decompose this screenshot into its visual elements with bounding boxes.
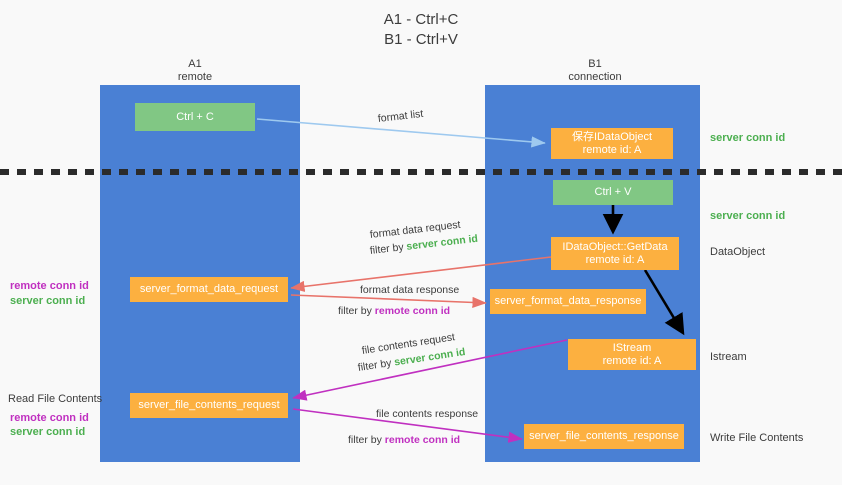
filter-key-remote-conn-id-2: remote conn id — [384, 434, 461, 446]
note-istream: Istream — [710, 351, 747, 363]
node-istream-sub: remote id: A — [602, 354, 662, 367]
note-left-server-conn-id-2: server conn id — [10, 426, 86, 438]
node-idataobject-getdata[interactable]: IDataObject::GetData remote id: A — [551, 237, 679, 270]
note-left-server-conn-id-1: server conn id — [10, 295, 86, 307]
node-server-format-data-response[interactable]: server_format_data_response — [490, 289, 646, 314]
note-read-file-contents: Read File Contents — [8, 393, 103, 405]
edge-label-format-list: format list — [377, 107, 424, 125]
node-ctrl-c[interactable]: Ctrl + C — [135, 103, 255, 131]
node-ctrl-v[interactable]: Ctrl + V — [553, 180, 673, 205]
node-server-file-contents-response[interactable]: server_file_contents_response — [524, 424, 684, 449]
node-istream-label: IStream — [612, 341, 652, 354]
note-server-conn-id-2: server conn id — [710, 210, 786, 222]
filter-prefix-3: filter by — [357, 356, 396, 374]
page-title: A1 - Ctrl+C B1 - Ctrl+V — [0, 10, 842, 50]
node-idataobject-getdata-label: IDataObject::GetData — [562, 240, 668, 253]
filter-prefix-1: filter by — [369, 240, 408, 257]
phase-divider — [0, 169, 842, 175]
filter-prefix-2: filter by — [338, 305, 375, 317]
node-server-format-data-request[interactable]: server_format_data_request — [130, 277, 288, 302]
note-left-remote-conn-id-1: remote conn id — [10, 280, 89, 292]
note-write-file-contents: Write File Contents — [710, 432, 804, 444]
edge-label-format-data-response: format data response — [360, 284, 460, 296]
node-idataobject-getdata-sub: remote id: A — [585, 253, 645, 266]
edge-label-format-data-response-filter: filter by remote conn id — [338, 305, 450, 318]
column-b1-role: connection — [568, 71, 622, 83]
node-save-idataobject[interactable]: 保存IDataObject remote id: A — [551, 128, 673, 159]
node-ctrl-c-label: Ctrl + C — [176, 110, 214, 123]
title-line-1: A1 - Ctrl+C — [383, 11, 459, 28]
note-left-remote-conn-id-2: remote conn id — [10, 412, 89, 424]
column-a1-role: remote — [177, 71, 213, 83]
note-dataobject: DataObject — [710, 246, 766, 258]
node-server-file-contents-request-label: server_file_contents_request — [138, 399, 280, 411]
filter-key-remote-conn-id-1: remote conn id — [374, 305, 451, 317]
node-server-file-contents-request[interactable]: server_file_contents_request — [130, 393, 288, 418]
node-ctrl-v-label: Ctrl + V — [594, 186, 632, 198]
column-header-b1: B1 connection — [540, 58, 650, 84]
filter-prefix-4: filter by — [348, 434, 385, 446]
node-istream[interactable]: IStream remote id: A — [568, 339, 696, 370]
note-server-conn-id-1: server conn id — [710, 132, 786, 144]
title-line-2: B1 - Ctrl+V — [384, 31, 458, 48]
node-server-format-data-request-label: server_format_data_request — [139, 283, 279, 295]
node-save-idataobject-label: 保存IDataObject — [571, 130, 653, 143]
node-server-format-data-response-label: server_format_data_response — [494, 295, 642, 307]
node-save-idataobject-sub: remote id: A — [582, 143, 642, 156]
node-server-file-contents-response-label: server_file_contents_response — [529, 430, 679, 442]
column-header-a1: A1 remote — [140, 58, 250, 84]
column-a1-name: A1 — [188, 58, 202, 70]
column-b1-name: B1 — [588, 58, 602, 70]
edge-label-file-contents-response: file contents response — [376, 408, 479, 420]
edge-label-file-contents-response-filter: filter by remote conn id — [348, 434, 460, 447]
